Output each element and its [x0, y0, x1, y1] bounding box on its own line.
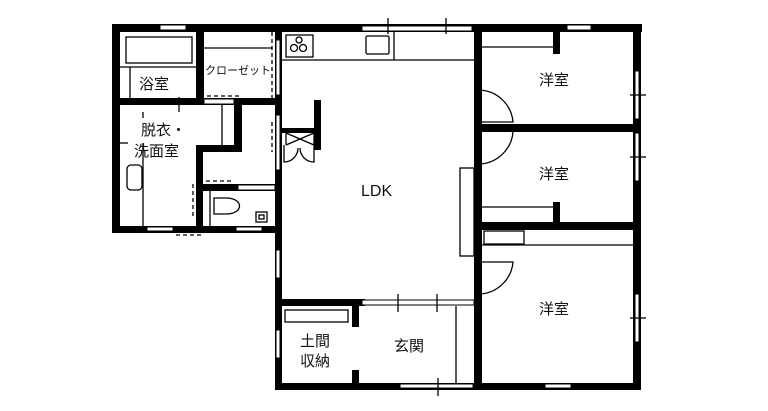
- wall: [314, 100, 321, 150]
- wall: [196, 98, 282, 105]
- wall: [474, 24, 482, 390]
- wall: [474, 24, 642, 32]
- window: [275, 249, 281, 279]
- window: [399, 383, 474, 389]
- kitchen-sink: [365, 35, 390, 55]
- room-label-storage-line2: 収納: [300, 352, 331, 370]
- toilet: [213, 197, 241, 215]
- room-label-western-3: 洋室: [539, 300, 570, 318]
- wall: [234, 105, 242, 150]
- shoe-storage: [284, 309, 349, 323]
- wall: [474, 124, 640, 132]
- wall: [474, 222, 640, 230]
- wall: [112, 24, 120, 232]
- wall: [196, 32, 204, 102]
- stove: [285, 34, 314, 58]
- window: [159, 24, 187, 31]
- wall: [275, 299, 365, 306]
- door-swing: [477, 261, 514, 295]
- wall: [633, 24, 641, 390]
- wall: [112, 24, 482, 32]
- window: [544, 383, 572, 389]
- door-swing: [477, 131, 514, 165]
- window: [361, 25, 473, 32]
- sliding-door: [275, 39, 281, 96]
- window: [275, 329, 281, 359]
- room-label-closet: クローゼット: [205, 64, 271, 77]
- room-label-western-2: 洋室: [539, 165, 570, 183]
- door-swing: [477, 89, 514, 123]
- washbasin: [126, 164, 143, 191]
- sliding-door: [203, 98, 235, 105]
- wall: [275, 24, 282, 390]
- room-label-storage-line1: 土間: [300, 332, 331, 350]
- room-label-dressing-line2: 洗面室: [134, 142, 180, 160]
- wall: [196, 145, 242, 152]
- wall: [553, 32, 560, 54]
- wall: [352, 299, 359, 327]
- bathtub: [125, 36, 193, 64]
- room-label-bathroom: 浴室: [139, 75, 170, 93]
- room-label-ldk: LDK: [361, 183, 393, 200]
- sliding-door: [361, 299, 475, 306]
- wall: [112, 98, 204, 105]
- window: [235, 226, 263, 232]
- wall: [282, 128, 321, 133]
- wall: [352, 370, 359, 390]
- wall: [553, 202, 560, 224]
- storage: [483, 230, 525, 245]
- window: [566, 24, 592, 31]
- room-label-western-1: 洋室: [539, 71, 570, 89]
- refrigerator-space: [459, 167, 475, 257]
- room-label-entrance: 玄関: [394, 337, 425, 355]
- sliding-door: [237, 184, 276, 191]
- room-label-dressing-line1: 脱衣・: [141, 121, 187, 139]
- sliding-door: [275, 114, 281, 171]
- toilet-tank: [255, 211, 268, 223]
- window: [146, 226, 174, 232]
